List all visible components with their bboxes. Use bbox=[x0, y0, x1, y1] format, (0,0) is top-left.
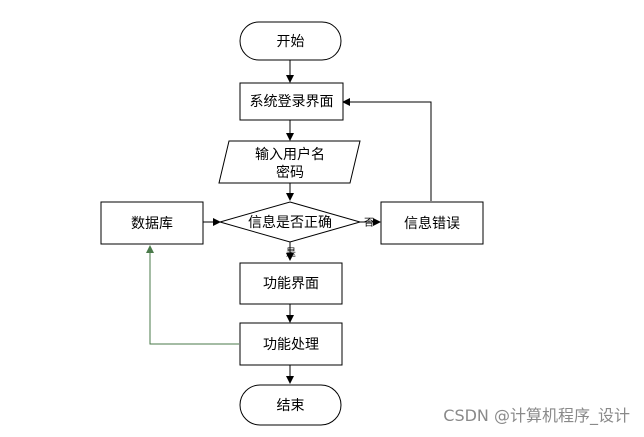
database-box bbox=[100, 201, 204, 245]
start-terminal bbox=[239, 21, 342, 61]
edge-label-yes: 是 bbox=[286, 247, 296, 259]
check-label: 信息是否正确 bbox=[248, 214, 332, 231]
watermark-text: CSDN @计算机程序_设计 bbox=[443, 406, 630, 426]
database-label: 数据库 bbox=[131, 216, 173, 232]
end-terminal bbox=[239, 384, 342, 426]
input-label-line1: 输入用户名 bbox=[255, 146, 325, 163]
input-parallelogram bbox=[218, 140, 361, 184]
function-proc-label: 功能处理 bbox=[263, 337, 319, 353]
edge-error-to-login bbox=[342, 98, 432, 201]
error-label: 信息错误 bbox=[404, 215, 460, 232]
edge-proc-to-database bbox=[146, 245, 239, 345]
login-box bbox=[239, 82, 344, 121]
login-label: 系统登录界面 bbox=[250, 94, 334, 110]
function-ui-box bbox=[239, 262, 343, 305]
edge-label-no: 否 bbox=[364, 217, 374, 229]
start-label: 开始 bbox=[277, 34, 305, 50]
error-box bbox=[380, 201, 484, 245]
function-ui-label: 功能界面 bbox=[263, 276, 319, 292]
function-proc-box bbox=[239, 322, 343, 366]
end-label: 结束 bbox=[277, 398, 305, 414]
input-label-line2: 密码 bbox=[276, 164, 304, 181]
check-diamond bbox=[218, 201, 362, 243]
